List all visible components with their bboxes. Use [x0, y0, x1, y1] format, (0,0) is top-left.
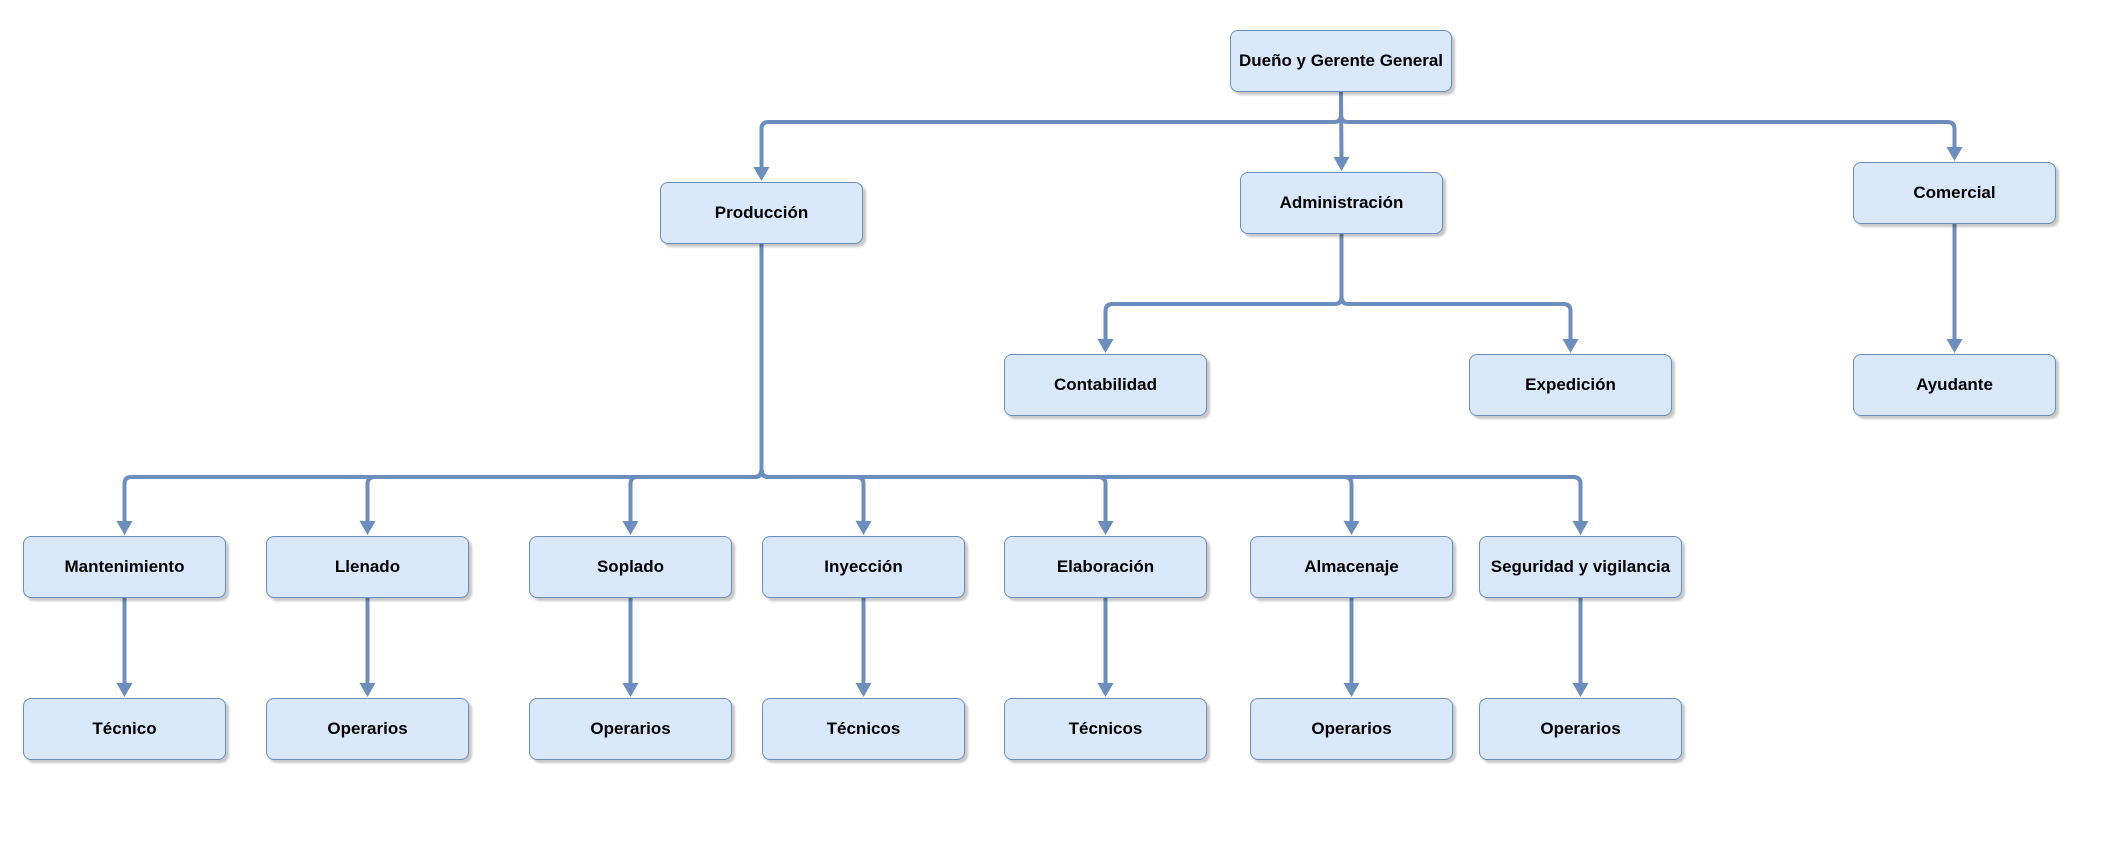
node-almacenaje: Almacenaje [1250, 536, 1453, 598]
node-operarios-almacenaje: Operarios [1250, 698, 1453, 760]
arrowhead-inyeccion [855, 521, 872, 535]
connector-owner-produccion [759, 92, 1343, 169]
node-operarios-llenado: Operarios [266, 698, 469, 760]
arrowhead-almacenaje [1343, 521, 1360, 535]
arrowhead-produccion [753, 167, 770, 181]
arrowhead-tecnicos_elaboracion [1097, 683, 1114, 697]
connector-produccion-soplado [628, 244, 764, 523]
node-inyeccion: Inyección [762, 536, 965, 598]
arrowhead-tecnico_mant [116, 683, 133, 697]
arrowhead-llenado [359, 521, 376, 535]
connector-administracion-expedicion [1339, 234, 1573, 341]
node-owner: Dueño y Gerente General [1230, 30, 1452, 92]
node-produccion: Producción [660, 182, 863, 244]
arrowhead-tecnicos_inyeccion [855, 683, 872, 697]
arrowhead-operarios_llenado [359, 683, 376, 697]
arrowhead-contabilidad [1097, 339, 1114, 353]
node-llenado: Llenado [266, 536, 469, 598]
node-administracion: Administración [1240, 172, 1443, 234]
node-mantenimiento: Mantenimiento [23, 536, 226, 598]
node-operarios-seguridad: Operarios [1479, 698, 1682, 760]
node-seguridad: Seguridad y vigilancia [1479, 536, 1682, 598]
node-operarios-soplado: Operarios [529, 698, 732, 760]
arrowhead-mantenimiento [116, 521, 133, 535]
arrowhead-ayudante [1946, 339, 1963, 353]
node-elaboracion: Elaboración [1004, 536, 1207, 598]
arrowhead-comercial [1946, 147, 1963, 161]
arrowhead-operarios_soplado [622, 683, 639, 697]
connector-produccion-llenado [365, 244, 764, 523]
arrowhead-soplado [622, 521, 639, 535]
node-expedicion: Expedición [1469, 354, 1672, 416]
node-tecnicos-inyeccion: Técnicos [762, 698, 965, 760]
connector-administracion-contabilidad [1103, 234, 1344, 341]
node-soplado: Soplado [529, 536, 732, 598]
arrowhead-operarios_almacenaje [1343, 683, 1360, 697]
node-tecnico-mantenimiento: Técnico [23, 698, 226, 760]
arrowhead-seguridad [1572, 521, 1589, 535]
node-ayudante: Ayudante [1853, 354, 2056, 416]
node-contabilidad: Contabilidad [1004, 354, 1207, 416]
connector-produccion-seguridad [759, 244, 1583, 523]
node-comercial: Comercial [1853, 162, 2056, 224]
arrowhead-administracion [1333, 157, 1350, 171]
arrowhead-elaboracion [1097, 521, 1114, 535]
node-tecnicos-elaboracion: Técnicos [1004, 698, 1207, 760]
arrowhead-operarios_seguridad [1572, 683, 1589, 697]
connector-owner-comercial [1339, 92, 1957, 149]
connector-produccion-inyeccion [759, 244, 866, 523]
arrowhead-expedicion [1562, 339, 1579, 353]
connector-produccion-mantenimiento [122, 244, 764, 523]
